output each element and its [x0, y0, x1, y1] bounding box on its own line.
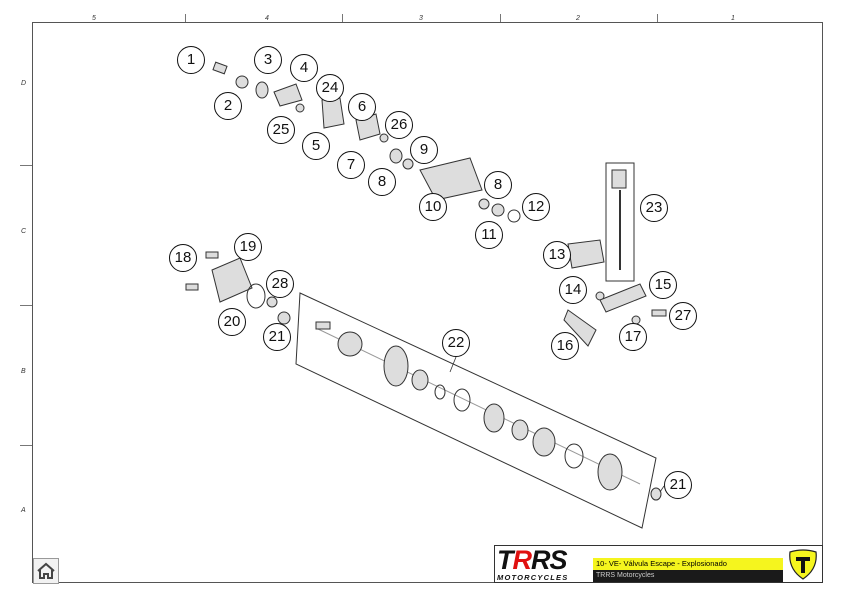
part-gear — [597, 453, 623, 491]
part-seal — [402, 158, 414, 170]
callout-13[interactable]: 13 — [543, 241, 571, 269]
callout-21[interactable]: 21 — [263, 323, 291, 351]
part-bolt — [212, 61, 228, 75]
callout-2[interactable]: 2 — [214, 92, 242, 120]
callout-19[interactable]: 19 — [234, 233, 262, 261]
home-button[interactable] — [33, 558, 59, 584]
callout-28[interactable]: 28 — [266, 270, 294, 298]
callout-18[interactable]: 18 — [169, 244, 197, 272]
trrs-shield-icon — [789, 549, 817, 580]
part-impeller — [337, 331, 363, 357]
drawing-subtitle: TRRS Motorcycles — [593, 570, 783, 582]
zone-tick — [20, 305, 32, 306]
part-valve-body — [419, 157, 483, 201]
callout-3[interactable]: 3 — [254, 46, 282, 74]
callout-21[interactable]: 21 — [664, 471, 692, 499]
zone-tick — [500, 14, 501, 22]
part-bolt — [315, 321, 331, 330]
part-gasket — [563, 309, 597, 347]
part-frame-23 — [605, 162, 635, 282]
logo-letter: T — [497, 545, 513, 575]
zone-tick — [342, 14, 343, 22]
part-bolt — [205, 251, 219, 259]
part-bolt — [185, 283, 199, 291]
column-label: 4 — [265, 15, 269, 22]
row-label: A — [21, 507, 26, 514]
part-ring — [491, 203, 505, 217]
callout-5[interactable]: 5 — [302, 132, 330, 160]
callout-27[interactable]: 27 — [669, 302, 697, 330]
callout-7[interactable]: 7 — [337, 151, 365, 179]
callout-17[interactable]: 17 — [619, 323, 647, 351]
callout-4[interactable]: 4 — [290, 54, 318, 82]
part-bearing — [277, 311, 291, 325]
part-cover — [567, 239, 605, 269]
part-gear — [532, 427, 556, 457]
part-ring — [478, 198, 490, 210]
logo-letters: RS — [531, 545, 568, 575]
part-valve-head — [611, 169, 627, 189]
home-icon — [37, 562, 55, 579]
callout-8[interactable]: 8 — [368, 168, 396, 196]
part-lever — [321, 97, 345, 129]
part-bushing — [389, 148, 403, 164]
part-ring — [507, 209, 521, 223]
part-ring — [379, 133, 389, 143]
part-bolt — [651, 309, 667, 317]
part-plate — [273, 83, 303, 107]
callout-12[interactable]: 12 — [522, 193, 550, 221]
part-washer — [255, 81, 269, 99]
callout-20[interactable]: 20 — [218, 308, 246, 336]
trrs-logo: TRRS MOTORCYCLES — [497, 545, 589, 583]
part-bearing — [411, 369, 429, 391]
row-label: C — [21, 228, 27, 235]
zone-tick — [185, 14, 186, 22]
part-shaft — [599, 283, 647, 313]
callout-22[interactable]: 22 — [442, 329, 470, 357]
callout-23[interactable]: 23 — [640, 194, 668, 222]
column-label: 2 — [576, 15, 580, 22]
part-flange — [211, 257, 253, 303]
row-label: B — [21, 368, 26, 375]
part-gear — [383, 345, 409, 387]
drawing-frame — [32, 22, 823, 583]
part-ring — [266, 296, 278, 308]
part-gasket — [246, 283, 266, 309]
zone-tick — [20, 445, 32, 446]
callout-11[interactable]: 11 — [475, 221, 503, 249]
zone-tick — [657, 14, 658, 22]
column-label: 1 — [731, 15, 735, 22]
callout-24[interactable]: 24 — [316, 74, 344, 102]
zone-tick — [20, 165, 32, 166]
callout-9[interactable]: 9 — [410, 136, 438, 164]
column-label: 3 — [419, 15, 423, 22]
callout-16[interactable]: 16 — [551, 332, 579, 360]
part-nut — [235, 75, 249, 89]
logo-subtitle: MOTORCYCLES — [497, 573, 569, 582]
part-frame-22 — [295, 292, 657, 529]
callout-14[interactable]: 14 — [559, 276, 587, 304]
callout-6[interactable]: 6 — [348, 93, 376, 121]
callout-26[interactable]: 26 — [385, 111, 413, 139]
callout-25[interactable]: 25 — [267, 116, 295, 144]
column-label: 5 — [92, 15, 96, 22]
callout-15[interactable]: 15 — [649, 271, 677, 299]
row-label: D — [21, 80, 27, 87]
drawing-title: 10- VE- Válvula Escape - Explosionado — [593, 558, 783, 570]
part-bearing — [650, 487, 662, 501]
callout-1[interactable]: 1 — [177, 46, 205, 74]
part-ring — [295, 103, 305, 113]
logo-letter-red: R — [512, 545, 532, 575]
callout-10[interactable]: 10 — [419, 193, 447, 221]
part-gear — [483, 403, 505, 433]
title-block: TRRS MOTORCYCLES 10- VE- Válvula Escape … — [494, 545, 823, 583]
callout-8[interactable]: 8 — [484, 171, 512, 199]
